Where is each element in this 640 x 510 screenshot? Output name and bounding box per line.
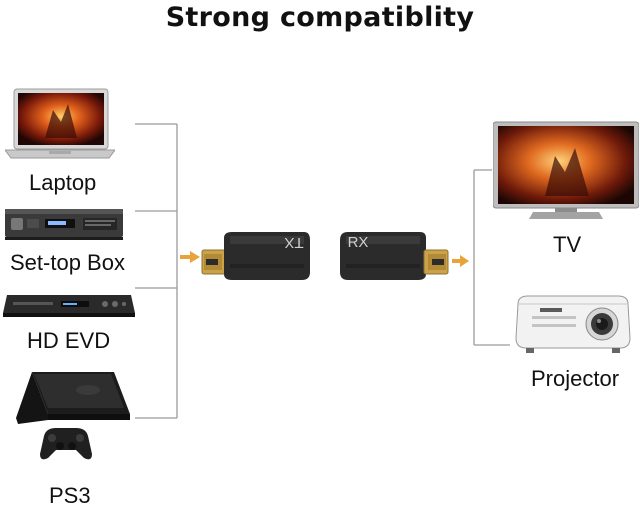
tx-label: TX bbox=[280, 234, 308, 251]
ps3-console-icon bbox=[10, 368, 132, 464]
set-top-box-icon bbox=[5, 207, 123, 241]
rx-label: RX bbox=[344, 234, 372, 251]
laptop-icon bbox=[5, 88, 115, 163]
tx-adapter: TX bbox=[200, 228, 312, 284]
source-label-ps3: PS3 bbox=[49, 483, 91, 509]
source-label-laptop: Laptop bbox=[29, 170, 96, 196]
source-label-hd-evd: HD EVD bbox=[27, 328, 110, 354]
source-label-set-top-box: Set-top Box bbox=[10, 250, 125, 276]
tv-icon bbox=[493, 120, 639, 222]
rx-adapter: RX bbox=[338, 228, 450, 284]
display-label-projector: Projector bbox=[531, 366, 619, 392]
dvd-player-icon bbox=[3, 293, 135, 319]
display-label-tv: TV bbox=[553, 232, 581, 258]
projector-icon bbox=[512, 290, 634, 356]
